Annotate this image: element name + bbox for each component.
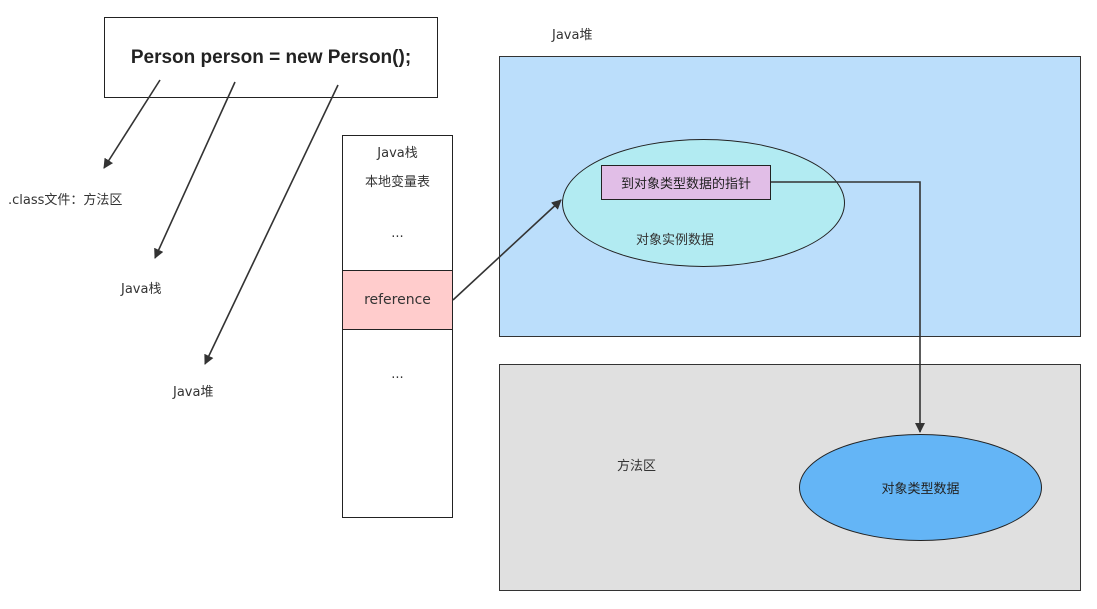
heap-title: Java堆	[552, 28, 593, 43]
java-heap-label: Java堆	[173, 385, 214, 400]
object-instance-ellipse	[562, 139, 845, 267]
local-variable-table-label: 本地变量表	[364, 175, 430, 190]
reference-label: reference	[364, 292, 431, 308]
arrow-pointer-to-type	[771, 181, 925, 433]
type-pointer-box: 到对象类型数据的指针	[601, 165, 771, 200]
arrow-to-java-stack	[154, 81, 236, 259]
object-instance-label: 对象实例数据	[636, 233, 715, 248]
type-pointer-label: 到对象类型数据的指针	[620, 177, 751, 192]
arrow-to-java-heap	[204, 84, 339, 365]
stack-ellipsis-bottom: ...	[391, 367, 404, 382]
object-type-label: 对象类型数据	[881, 482, 960, 497]
stack-ellipsis-top: ...	[391, 226, 404, 241]
stack-title: Java栈	[377, 146, 418, 161]
code-statement-text: Person person = new Person();	[130, 46, 412, 68]
code-statement-box: Person person = new Person();	[104, 17, 438, 98]
java-stack-label: Java栈	[121, 282, 162, 297]
arrow-reference-to-instance	[452, 199, 562, 301]
java-stack-box: Java栈 本地变量表 ... reference ...	[342, 135, 453, 518]
arrow-to-class-file	[103, 79, 161, 169]
method-area-label: 方法区	[617, 459, 657, 474]
reference-cell: reference	[343, 270, 452, 330]
object-type-ellipse: 对象类型数据	[799, 434, 1042, 541]
class-file-label: .class文件：方法区	[8, 193, 123, 208]
